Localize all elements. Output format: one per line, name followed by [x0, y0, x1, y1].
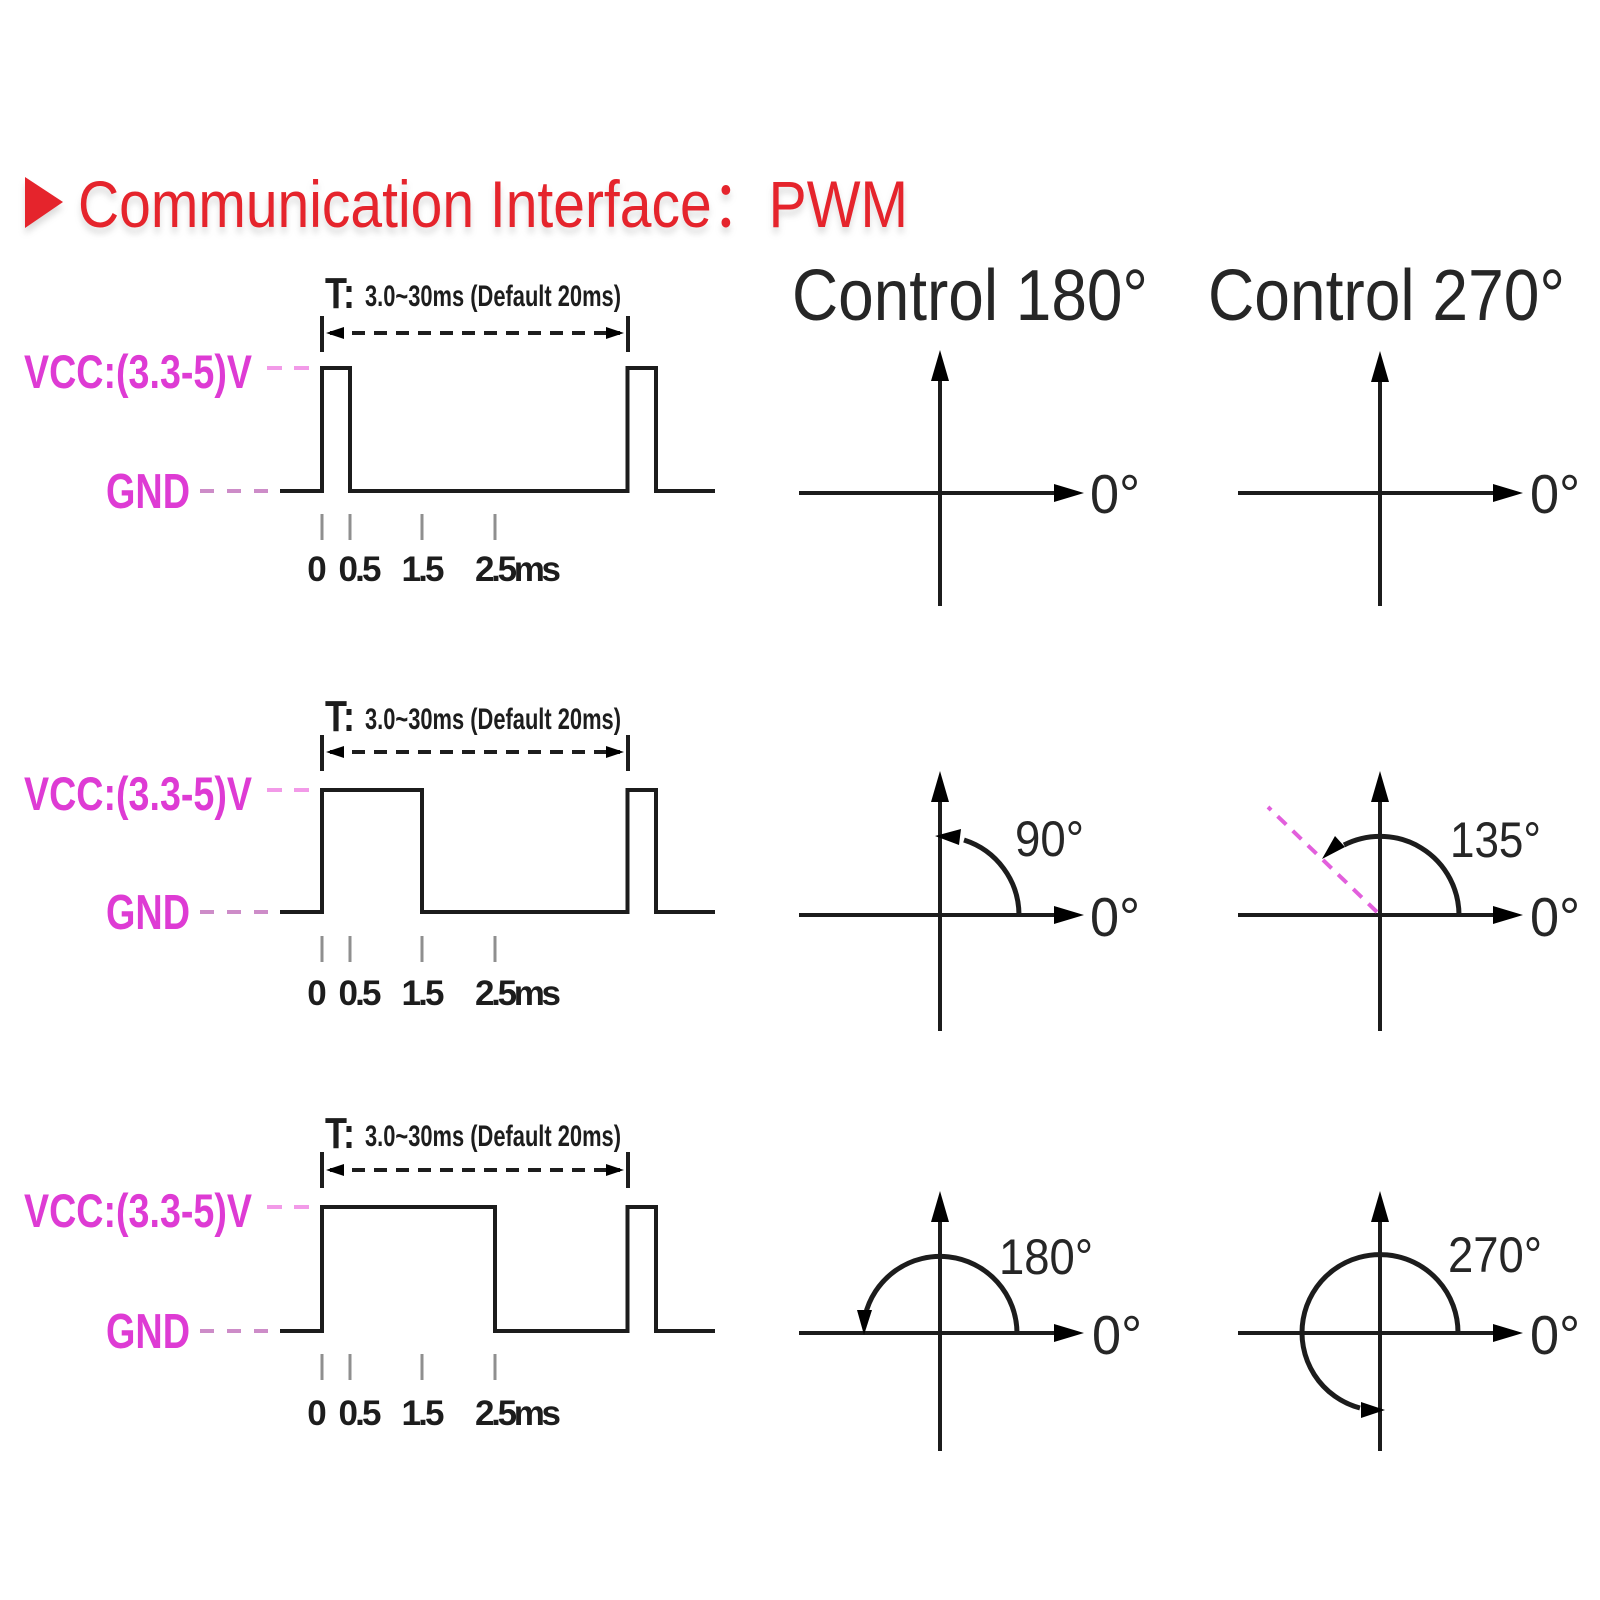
svg-text:VCC:(3.3-5)V: VCC:(3.3-5)V — [24, 767, 253, 820]
svg-text:0°: 0° — [1092, 1304, 1142, 1366]
svg-text:0°: 0° — [1090, 463, 1140, 525]
svg-text:GND: GND — [106, 465, 190, 519]
svg-text:0.5: 0.5 — [339, 550, 382, 589]
svg-text:T:: T: — [325, 692, 355, 741]
svg-text:3.0~30ms (Default 20ms): 3.0~30ms (Default 20ms) — [365, 280, 621, 313]
svg-text:135°: 135° — [1450, 812, 1541, 868]
svg-text:0°: 0° — [1530, 463, 1580, 525]
svg-text:GND: GND — [106, 1305, 190, 1359]
svg-text:0: 0 — [307, 550, 326, 589]
svg-text:0.5: 0.5 — [339, 974, 382, 1013]
svg-text:1.5: 1.5 — [402, 550, 445, 589]
svg-text:0°: 0° — [1090, 886, 1140, 948]
svg-text:2.5ms: 2.5ms — [475, 550, 561, 589]
svg-text:270°: 270° — [1448, 1227, 1542, 1283]
svg-text:0°: 0° — [1530, 1304, 1580, 1366]
svg-text:2.5ms: 2.5ms — [475, 974, 561, 1013]
svg-text:GND: GND — [106, 886, 190, 940]
svg-text:1.5: 1.5 — [402, 974, 445, 1013]
svg-text:T:: T: — [325, 269, 355, 318]
svg-text:T:: T: — [325, 1109, 355, 1158]
svg-text:2.5ms: 2.5ms — [475, 1394, 561, 1433]
svg-text:VCC:(3.3-5)V: VCC:(3.3-5)V — [24, 1184, 253, 1237]
svg-text:Communication Interface：PWM: Communication Interface：PWM — [78, 173, 908, 247]
svg-text:VCC:(3.3-5)V: VCC:(3.3-5)V — [24, 345, 253, 398]
svg-text:0.5: 0.5 — [339, 1394, 382, 1433]
svg-text:0°: 0° — [1530, 886, 1580, 948]
svg-text:0: 0 — [307, 1394, 326, 1433]
svg-text:Control 270°: Control 270° — [1208, 256, 1565, 336]
svg-text:3.0~30ms (Default 20ms): 3.0~30ms (Default 20ms) — [365, 703, 621, 736]
svg-text:Control 180°: Control 180° — [792, 256, 1148, 336]
svg-text:0: 0 — [307, 974, 326, 1013]
svg-text:Communication Interface：PWM: Communication Interface：PWM — [78, 167, 908, 241]
svg-text:180°: 180° — [999, 1229, 1093, 1285]
svg-text:90°: 90° — [1015, 811, 1084, 867]
svg-text:3.0~30ms (Default 20ms): 3.0~30ms (Default 20ms) — [365, 1120, 621, 1153]
svg-text:1.5: 1.5 — [402, 1394, 445, 1433]
